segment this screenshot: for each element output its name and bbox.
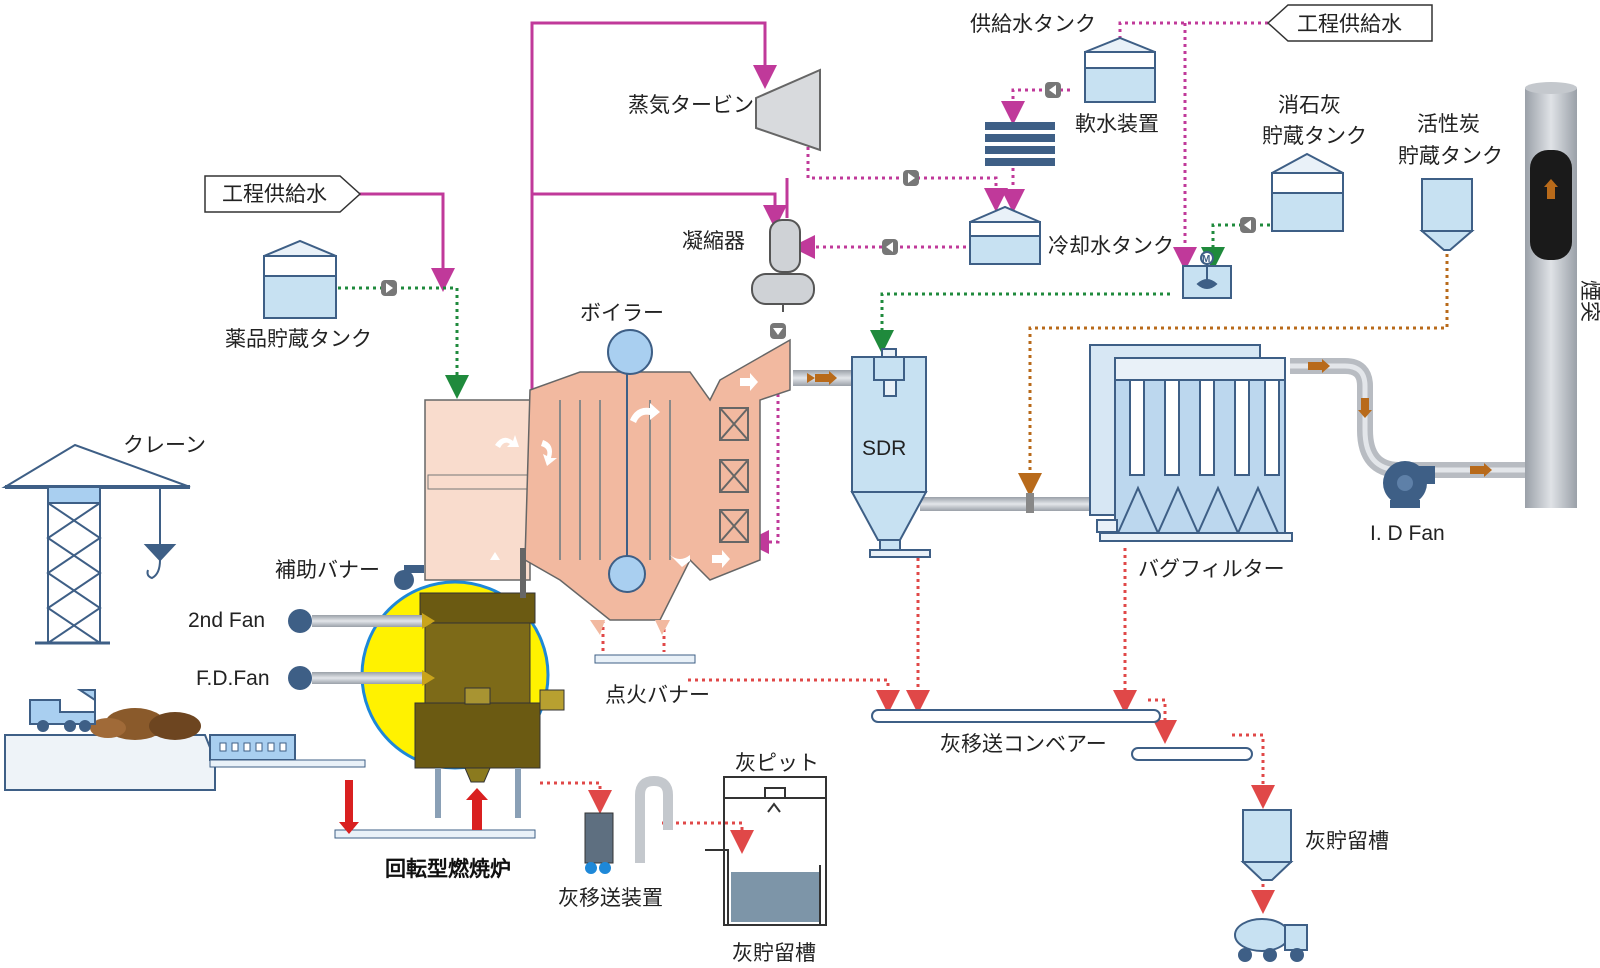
ash-conveyors xyxy=(871,709,1253,761)
cooling-water-tank-label: 冷却水タンク xyxy=(1048,234,1174,258)
chimney-label: 煙突 xyxy=(1578,280,1600,322)
ash-truck xyxy=(1234,918,1308,962)
sdr-label: SDR xyxy=(862,437,906,460)
aux-burner xyxy=(394,565,424,590)
sdr-tower xyxy=(850,348,931,558)
chemical-line xyxy=(338,223,1270,399)
ash-transfer-label: 灰移送装置 xyxy=(558,886,663,910)
second-fan-label: 2nd Fan xyxy=(188,609,265,632)
second-fan xyxy=(288,609,435,633)
feed-water-tank-label: 供給水タンク xyxy=(970,12,1096,36)
flue-gas-pipes xyxy=(793,358,1525,513)
activated-carbon-label-1: 活性炭 xyxy=(1417,112,1480,136)
ash-conveyor-label: 灰移送コンベアー xyxy=(940,732,1107,756)
rotary-furnace-label: 回転型燃焼炉 xyxy=(385,857,511,881)
fd-fan-label: F.D.Fan xyxy=(196,667,270,690)
ash-pit xyxy=(705,776,827,926)
process-water-label-top: 工程供給水 xyxy=(1297,12,1402,36)
motor-mark: M xyxy=(1202,254,1210,265)
boiler xyxy=(424,329,791,664)
waste-yard xyxy=(4,689,536,839)
activated-carbon-label-2: 貯蔵タンク xyxy=(1398,144,1503,168)
water-softener-label: 軟水装置 xyxy=(1075,112,1159,136)
chimney xyxy=(1525,82,1577,508)
ash-silo xyxy=(1240,809,1294,881)
fd-fan xyxy=(288,666,435,690)
ash-silo-bottom-label: 灰貯留槽 xyxy=(732,941,816,965)
activated-carbon-tank xyxy=(1419,178,1475,251)
crane xyxy=(1,443,191,645)
id-fan-label: I. D Fan xyxy=(1370,522,1445,545)
slaked-lime-label-1: 消石灰 xyxy=(1278,93,1341,117)
chemical-tank-label: 薬品貯蔵タンク xyxy=(225,327,372,351)
boiler-label: ボイラー xyxy=(580,301,664,325)
chemical-tank xyxy=(263,239,337,319)
condenser-label: 凝縮器 xyxy=(682,229,745,253)
condenser xyxy=(751,178,815,312)
ash-pit-label: 灰ピット xyxy=(735,751,819,775)
pump-icons xyxy=(381,82,1256,339)
steam-line xyxy=(345,21,787,400)
feed-water-tank xyxy=(1084,36,1156,103)
ignition-burner-label: 点火バナー xyxy=(605,683,710,707)
lime-mixer xyxy=(1182,251,1232,299)
ash-transfer-device xyxy=(584,775,673,874)
rotary-furnace xyxy=(360,548,565,830)
ash-silo-right-label: 灰貯留槽 xyxy=(1305,829,1389,853)
crane-label: クレーン xyxy=(123,433,206,457)
steam-turbine-label: 蒸気タービン xyxy=(628,93,754,117)
water-softener xyxy=(985,122,1055,166)
aux-burner-label: 補助バナー xyxy=(275,558,380,582)
ash-line xyxy=(540,548,1275,914)
bag-filter-label: バグフィルター xyxy=(1138,557,1285,581)
carbon-line xyxy=(1018,254,1449,497)
process-water-box-left xyxy=(204,175,362,213)
cooling-water-tank xyxy=(969,205,1041,265)
slaked-lime-tank xyxy=(1271,152,1344,232)
id-fan xyxy=(1383,461,1435,508)
steam-turbine xyxy=(755,68,821,152)
bag-filter xyxy=(1089,344,1293,542)
process-water-box-top xyxy=(1266,4,1433,42)
process-water-label-left: 工程供給水 xyxy=(222,182,327,206)
slaked-lime-label-2: 貯蔵タンク xyxy=(1262,124,1367,148)
